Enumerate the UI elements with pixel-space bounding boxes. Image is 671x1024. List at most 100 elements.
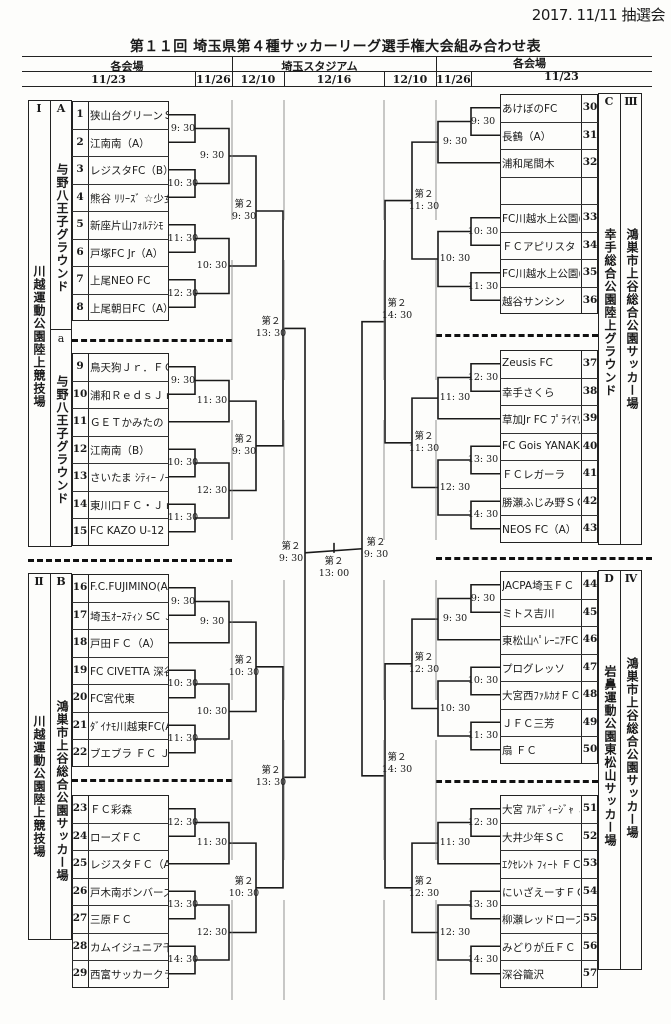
- team-name[interactable]: FC宮代東: [90, 693, 135, 705]
- team-name[interactable]: 大井少年ＳＣ: [502, 831, 565, 844]
- team-number: 1: [76, 108, 84, 120]
- team-name[interactable]: 戸田ＦＣ（A）: [90, 638, 161, 650]
- match-time: 10: 30: [196, 260, 228, 271]
- team-name[interactable]: プログレッソ: [502, 662, 565, 675]
- match-time: 14: 30: [167, 954, 199, 965]
- team-number: 17: [72, 608, 88, 621]
- match-time: 10: 30: [467, 225, 499, 237]
- team-number: 30: [582, 101, 598, 113]
- team-name[interactable]: ＦＣアピリスタ: [502, 240, 576, 253]
- row-divider: [72, 380, 169, 382]
- row-divider: [500, 432, 598, 434]
- team-name[interactable]: 東松山ﾍﾟﾚｰﾆｱFC・Jr: [502, 635, 580, 647]
- team-number: 12: [72, 442, 88, 455]
- team-name[interactable]: ｴｸｾﾚﾝﾄ ﾌｨｰﾄ ＦＣ: [502, 859, 580, 871]
- team-name[interactable]: 新座片山ﾌｫﾙﾃｼﾓ: [90, 220, 164, 232]
- team-name[interactable]: NEOS FC（A）: [502, 524, 577, 536]
- team-name[interactable]: 幸手さくら: [502, 386, 555, 399]
- team-number: 44: [582, 578, 598, 590]
- team-number: 52: [582, 829, 598, 842]
- team-name[interactable]: 戸木南ボンバーズFC: [90, 886, 168, 899]
- team-name[interactable]: ＦＣ彩森: [90, 804, 132, 816]
- team-name[interactable]: 大宮西ﾌｧﾙｶｵＦＣ: [502, 690, 580, 702]
- team-name[interactable]: 熊谷 ﾘﾘｰｽﾞ ☆少女ＳＣ: [90, 192, 168, 205]
- match-time: 12: 30: [467, 816, 499, 828]
- team-name[interactable]: あけぼのFC: [502, 103, 558, 115]
- team-number: 33: [582, 211, 598, 223]
- team-name[interactable]: カムイジュニア千代田: [90, 941, 168, 954]
- row-divider: [72, 156, 169, 157]
- team-name[interactable]: ブエブラ ＦＣ Ｊｒ: [90, 748, 168, 760]
- date-right-r1: 11/23: [544, 70, 579, 83]
- row-divider: [72, 601, 169, 603]
- section-divider: [72, 779, 232, 782]
- team-name[interactable]: 柳瀬レッドローズＪ: [502, 914, 580, 926]
- match-time: 12: 30: [167, 287, 199, 299]
- team-name[interactable]: 深谷籠沢: [502, 969, 544, 981]
- block-divider: [50, 573, 51, 940]
- team-name[interactable]: F.C.FUJIMINO(A): [90, 581, 168, 593]
- team-name[interactable]: 浦和尾間木: [502, 158, 555, 170]
- team-name[interactable]: 扇 ＦＣ: [502, 745, 537, 757]
- match-time: 10: 30: [196, 705, 228, 717]
- team-name[interactable]: 上尾朝日FC（A）: [90, 302, 168, 315]
- team-name[interactable]: さいたま ｼﾃｨｰ ﾉｰｽ: [90, 472, 168, 484]
- team-name[interactable]: にいざえーすＦＣ: [502, 886, 580, 899]
- team-name[interactable]: FC KAZO U-12: [90, 525, 165, 537]
- team-name[interactable]: 鳥天狗Ｊｒ．ＦＣ: [90, 362, 168, 374]
- team-number: 2: [76, 135, 84, 148]
- right-venue-header: 各会場: [513, 57, 546, 70]
- team-name[interactable]: 江南南（A）: [90, 137, 150, 150]
- team-number: 43: [582, 522, 598, 534]
- team-name[interactable]: 勝瀬ふじみ野ＳＣ（A）: [502, 496, 580, 509]
- team-name[interactable]: ミトス吉川: [502, 607, 555, 620]
- team-name[interactable]: みどりが丘ＦＣ: [502, 941, 576, 954]
- section-divider: [28, 559, 232, 562]
- team-name[interactable]: ローズＦＣ: [90, 831, 142, 844]
- sub-divider: [50, 329, 72, 330]
- row-divider: [500, 598, 598, 600]
- block-IV-venue: 鴻巣市上谷総合公園サッカー場: [625, 657, 639, 839]
- team-name[interactable]: JACPA埼玉ＦＣ: [502, 580, 575, 592]
- team-name[interactable]: 草加Jr FC ﾌﾟﾗｲﾏﾘｰ: [502, 414, 580, 426]
- match-time: 10: 30: [167, 678, 199, 689]
- team-name[interactable]: レジスタFC（B）: [90, 165, 168, 177]
- team-name[interactable]: Zeusis FC: [502, 357, 553, 369]
- block-IV-label: Ⅳ: [624, 572, 638, 585]
- team-number: 51: [582, 802, 598, 814]
- sub-a-label: a: [57, 332, 65, 345]
- team-name[interactable]: 大宮 ｱﾙﾃﾞｨｰｼﾞｬ Ｊｒ: [502, 804, 580, 816]
- team-name[interactable]: 浦和ＲｅｄｓＪｒ: [90, 389, 168, 402]
- team-name[interactable]: FC Gois YANAKA: [502, 439, 580, 452]
- team-name[interactable]: 上尾NEO FC: [90, 275, 151, 287]
- team-name[interactable]: ＧＥＴかみたの: [90, 417, 164, 429]
- team-name[interactable]: FC川越水上公園(A): [502, 213, 580, 225]
- row-divider: [72, 822, 169, 824]
- match-time: 10: 30: [167, 457, 199, 468]
- team-name[interactable]: 西富サッカークラブ: [90, 969, 168, 981]
- team-name[interactable]: 狭山台グリーンＳＣ: [90, 110, 168, 122]
- team-name[interactable]: 長鶴（A）: [502, 130, 552, 143]
- team-name[interactable]: 東川口ＦＣ・Ｊｒ: [90, 499, 168, 512]
- team-name[interactable]: FC川越水上公園(B): [502, 268, 580, 280]
- team-name[interactable]: 戸塚FC Jr（A）: [90, 247, 164, 260]
- row-divider: [500, 877, 598, 879]
- team-name[interactable]: 埼玉ｵｰｽﾃｨﾝ SC Ｊｒ: [90, 610, 168, 623]
- team-name[interactable]: 三原ＦＣ: [90, 914, 132, 926]
- team-number: 31: [582, 128, 598, 141]
- sub-D-venue: 岩鼻運動公園東松山サッカー場: [603, 665, 617, 847]
- team-name[interactable]: ＦＣレガーラ: [502, 469, 565, 481]
- team-name[interactable]: レジスタＦＣ（A）: [90, 859, 168, 871]
- row-divider: [500, 204, 598, 205]
- team-name[interactable]: 越谷サンシン: [502, 295, 565, 308]
- team-name[interactable]: FC CIVETTA 深谷: [90, 665, 168, 678]
- number-divider: [88, 795, 89, 988]
- team-name[interactable]: ﾀﾞｲﾅﾓ川越東FC(A): [90, 720, 168, 733]
- number-divider: [581, 795, 582, 988]
- team-name[interactable]: ＪＦＣ三芳: [502, 717, 555, 730]
- team-number: 20: [72, 691, 88, 703]
- team-name[interactable]: 江南南（B）: [90, 444, 150, 457]
- row-divider: [500, 231, 598, 233]
- team-group-box: [72, 353, 169, 546]
